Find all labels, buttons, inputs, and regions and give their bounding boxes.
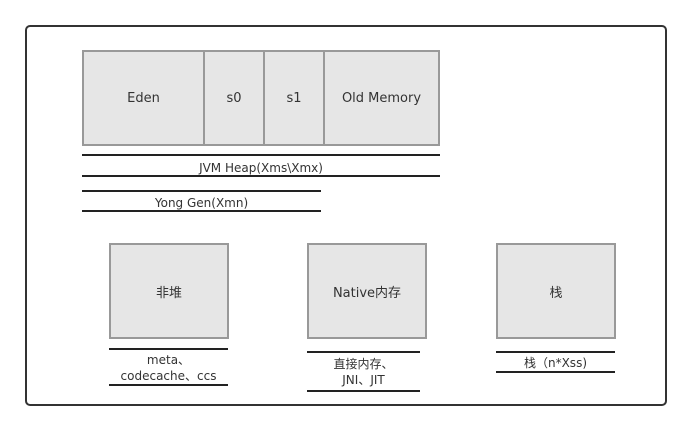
jvm-heap-top-line — [82, 154, 440, 156]
s1-label: s1 — [286, 90, 302, 106]
s1-region: s1 — [263, 52, 323, 144]
old-memory-region: Old Memory — [323, 52, 438, 144]
native-memory-top-line — [307, 351, 420, 353]
old-memory-label: Old Memory — [341, 90, 422, 106]
native-memory-bottom-line — [307, 390, 420, 392]
native-memory-title: Native内存 — [332, 285, 402, 301]
non-heap-caption-1: meta、 — [146, 353, 191, 367]
stack-caption: 栈（n*Xss) — [523, 356, 587, 370]
native-memory-box: Native内存 — [307, 243, 427, 339]
stack-bottom-line — [496, 371, 615, 373]
young-gen-bottom-line — [82, 210, 321, 212]
stack-box: 栈 — [496, 243, 616, 339]
s0-label: s0 — [226, 90, 242, 106]
non-heap-top-line — [109, 348, 228, 350]
native-memory-caption-2: JNI、JIT — [342, 373, 385, 387]
non-heap-box: 非堆 — [109, 243, 229, 339]
jvm-heap-bottom-line — [82, 175, 440, 177]
jvm-heap-label: JVM Heap(Xms\Xmx) — [199, 161, 323, 175]
eden-label: Eden — [127, 90, 160, 106]
non-heap-title: 非堆 — [155, 285, 182, 301]
young-gen-top-line — [82, 190, 321, 192]
eden-region: Eden — [84, 52, 203, 144]
stack-top-line — [496, 351, 615, 353]
native-memory-caption-1: 直接内存、 — [333, 357, 394, 371]
non-heap-caption-2: codecache、ccs — [120, 369, 217, 383]
non-heap-bottom-line — [109, 384, 228, 386]
heap-bar: Eden s0 s1 Old Memory — [82, 50, 440, 146]
young-gen-label: Yong Gen(Xmn) — [154, 196, 249, 210]
s0-region: s0 — [203, 52, 263, 144]
stack-title: 栈 — [549, 285, 563, 301]
